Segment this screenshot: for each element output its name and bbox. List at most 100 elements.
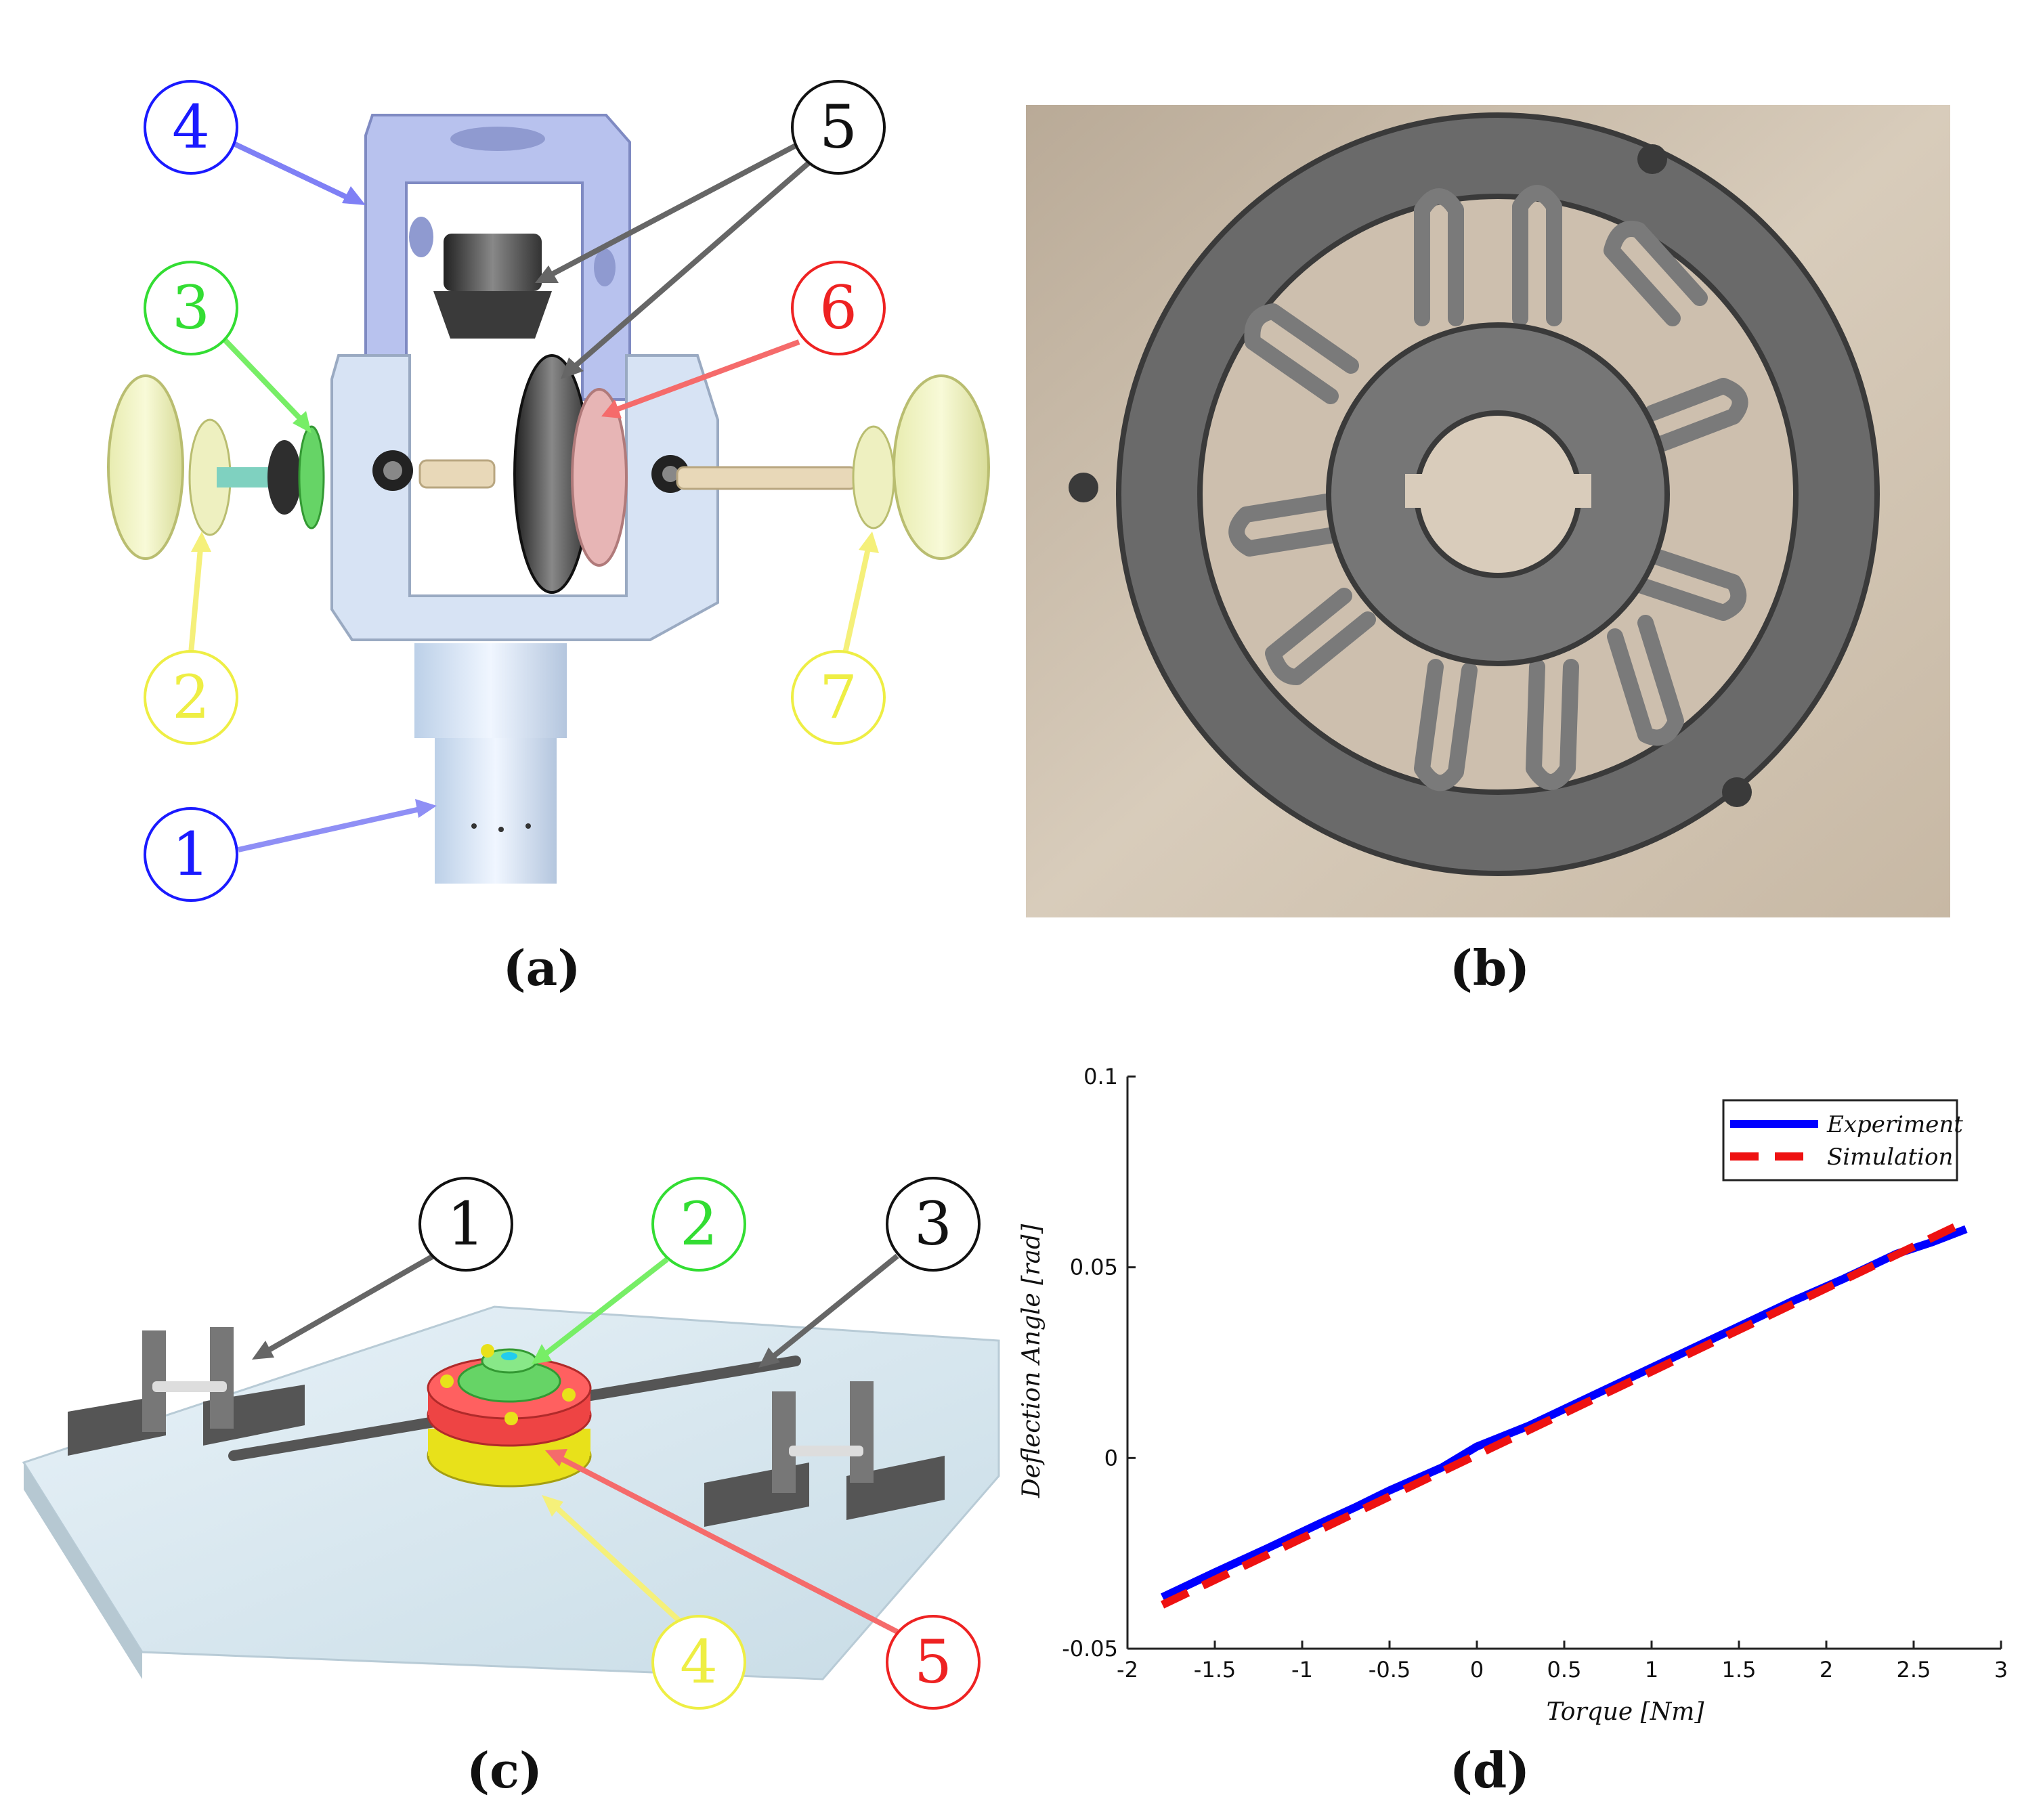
mount-hole <box>1637 144 1667 174</box>
right-shaft <box>676 466 858 490</box>
callout-circle <box>791 261 886 355</box>
callout-circle <box>886 1177 981 1272</box>
y-tick-label: 0 <box>1104 1445 1118 1471</box>
callout-arrow <box>561 1456 899 1634</box>
green-coupling <box>267 425 325 529</box>
mount-hole <box>1069 473 1098 502</box>
callout-number-6: 6 <box>819 273 857 343</box>
right-brackets <box>704 1381 945 1527</box>
y-tick-label: -0.05 <box>1062 1636 1118 1662</box>
callout-arrow <box>770 1253 899 1360</box>
x-axis-label: Torque [Nm] <box>1547 1698 1705 1726</box>
callout-number-4: 4 <box>680 1627 718 1697</box>
callout-circle <box>791 80 886 175</box>
arrowhead <box>542 1495 563 1517</box>
panel-c-callouts: 1 2 3 4 5 <box>252 1177 981 1710</box>
caption-d: (d) <box>1450 1741 1530 1799</box>
callout-arrow <box>551 143 797 277</box>
chart-series <box>1161 1217 1968 1609</box>
callout-arrow <box>842 548 871 654</box>
callout-arrow <box>266 1253 435 1353</box>
panel-b-photo <box>1026 105 1950 917</box>
y-tick-labels: -0.05 0 0.05 0.1 <box>1062 1064 1118 1662</box>
callout-circle <box>651 1615 746 1710</box>
spring-disc-stack <box>513 354 628 594</box>
arrowhead <box>191 532 211 552</box>
arrowhead <box>758 1347 780 1368</box>
x-tick-label: -1.5 <box>1194 1657 1236 1683</box>
callout-arrow <box>221 337 303 422</box>
legend-box <box>1722 1099 1958 1182</box>
lower-tube <box>414 643 567 884</box>
legend-label-experiment: Experiment <box>1826 1111 1963 1138</box>
arrowhead <box>252 1341 274 1360</box>
callout-circle <box>144 261 238 355</box>
callout-arrow <box>574 160 811 368</box>
y-tick-label: 0.05 <box>1070 1255 1118 1280</box>
callout-number-1: 1 <box>172 819 210 889</box>
callout-number-5: 5 <box>914 1627 952 1697</box>
panel-a-assembly-render <box>107 114 990 884</box>
callout-number-3: 3 <box>172 273 210 343</box>
arrowhead <box>561 358 584 379</box>
arrowhead <box>859 532 879 553</box>
x-tick-label: 3 <box>1994 1657 2008 1683</box>
panel-a-callouts: 4 5 3 6 2 7 1 <box>144 80 886 902</box>
callout-number-2: 2 <box>680 1189 718 1259</box>
callout-arrow <box>188 548 203 654</box>
callout-circle <box>144 80 238 175</box>
callout-arrow <box>238 806 421 852</box>
y-tick-label: 0.1 <box>1083 1064 1118 1089</box>
callout-circle <box>651 1177 746 1272</box>
spring-ring <box>1069 112 1880 876</box>
y-axis-label: Deflection Angle [rad] <box>1018 1223 1046 1498</box>
callout-arrow <box>553 1504 686 1627</box>
series-line-simulation <box>1161 1217 1968 1609</box>
left-brackets <box>68 1327 305 1456</box>
x-tick-label: 0 <box>1470 1657 1484 1683</box>
callout-number-3: 3 <box>914 1189 952 1259</box>
callout-arrow <box>543 1257 669 1357</box>
caption-c: (c) <box>467 1741 542 1799</box>
panel-c-test-bench-render <box>22 1305 1000 1681</box>
right-yellow-flange <box>852 374 990 560</box>
center-spring-stack <box>427 1344 592 1488</box>
x-tick-label: -1 <box>1291 1657 1313 1683</box>
arrowhead <box>342 186 366 205</box>
chart-axes <box>1126 1075 2002 1650</box>
arrowhead <box>545 1449 567 1467</box>
callout-circle <box>144 650 238 745</box>
chart-legend: Experiment Simulation <box>1722 1099 1963 1182</box>
left-yellow-flange <box>107 374 278 560</box>
legend-label-simulation: Simulation <box>1827 1144 1953 1171</box>
callout-circle <box>791 650 886 745</box>
caption-a: (a) <box>503 939 581 997</box>
caption-b: (b) <box>1450 939 1530 997</box>
callout-number-4: 4 <box>172 92 210 162</box>
x-tick-label: 2.5 <box>1897 1657 1931 1683</box>
callout-arrow <box>615 339 800 412</box>
central-shaft <box>418 459 496 489</box>
arrowhead <box>532 1344 552 1364</box>
x-tick-label: -0.5 <box>1369 1657 1411 1683</box>
keyway-right <box>1551 474 1591 508</box>
cone-bearing <box>433 234 552 339</box>
arrowhead <box>601 399 622 418</box>
callout-circle <box>144 807 238 902</box>
arrowhead <box>293 411 311 433</box>
x-tick-label: 2 <box>1820 1657 1833 1683</box>
mount-hole <box>1722 777 1752 807</box>
arrowhead <box>415 799 437 818</box>
x-tick-label: 0.5 <box>1547 1657 1582 1683</box>
x-tick-label: 1.5 <box>1722 1657 1757 1683</box>
callout-arrow <box>232 141 353 202</box>
x-tick-label: -2 <box>1117 1657 1138 1683</box>
callout-number-1: 1 <box>447 1189 485 1259</box>
series-line-experiment <box>1161 1225 1968 1601</box>
callout-circle <box>886 1615 981 1710</box>
arrowhead <box>535 265 559 283</box>
